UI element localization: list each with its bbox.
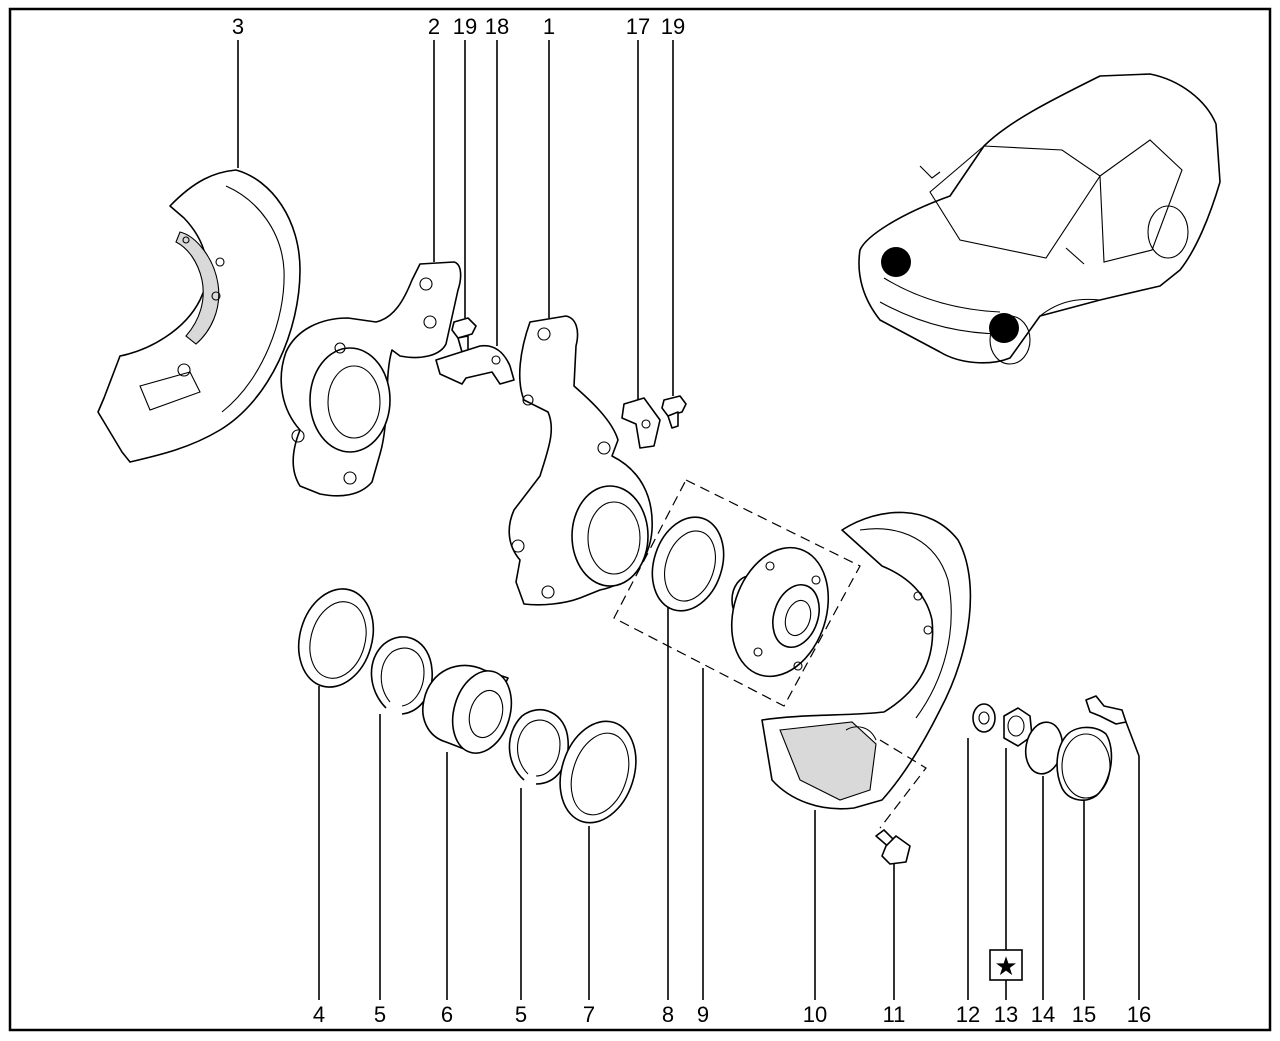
part-17-brake-hose-bracket-right xyxy=(621,397,661,449)
part-19-bolt-left xyxy=(451,317,477,353)
part-11-shield-bolt xyxy=(875,829,911,865)
callout-5-right: 5 xyxy=(515,1002,527,1027)
part-5-circlip-right xyxy=(508,708,569,785)
star-icon: ★ xyxy=(994,952,1017,982)
callout-3: 3 xyxy=(232,14,244,39)
callout-19-right: 19 xyxy=(661,14,685,39)
part-5-circlip-left xyxy=(370,636,433,715)
front-left-wheel-marker xyxy=(881,247,911,277)
callout-10: 10 xyxy=(803,1002,827,1027)
callout-16: 16 xyxy=(1127,1002,1151,1027)
callout-14: 14 xyxy=(1031,1002,1055,1027)
callout-2: 2 xyxy=(428,14,440,39)
front-right-wheel-marker xyxy=(989,313,1019,343)
part-3-splash-shield-left xyxy=(97,169,301,463)
part-2-steering-knuckle-left xyxy=(280,261,462,497)
hub-assembly-group-outline xyxy=(613,479,861,707)
callout-12: 12 xyxy=(956,1002,980,1027)
callout-11: 11 xyxy=(883,1002,906,1027)
part-8-hub-seal xyxy=(651,516,725,612)
part-9-wheel-hub xyxy=(730,546,830,678)
vehicle-location-illustration xyxy=(858,73,1221,365)
special-tool-marker: ★ xyxy=(989,949,1023,982)
callout-13: 13 xyxy=(994,1002,1018,1027)
callout-18: 18 xyxy=(485,14,509,39)
callout-19-left: 19 xyxy=(453,14,477,39)
part-4-outer-seal xyxy=(297,588,375,688)
part-7-inner-seal xyxy=(559,720,637,824)
part-12-washer xyxy=(972,703,996,733)
part-19-bolt-right xyxy=(661,395,687,429)
leader-lines xyxy=(237,40,1140,1000)
part-16-wheel-stud xyxy=(1085,695,1127,725)
callout-15: 15 xyxy=(1072,1002,1096,1027)
part-6-wheel-bearing xyxy=(422,664,513,754)
part-10-splash-shield-right xyxy=(761,511,972,829)
callout-17: 17 xyxy=(626,14,650,39)
part-1-steering-knuckle-right xyxy=(508,315,653,606)
diagram-frame xyxy=(8,7,1272,1032)
callout-4: 4 xyxy=(313,1002,325,1027)
callout-5-left: 5 xyxy=(374,1002,386,1027)
callout-8: 8 xyxy=(662,1002,674,1027)
callout-9: 9 xyxy=(697,1002,709,1027)
callout-1: 1 xyxy=(543,14,555,39)
part-18-brake-hose-bracket-left xyxy=(435,344,515,385)
part-15-hub-cap xyxy=(1056,726,1113,801)
callout-6: 6 xyxy=(441,1002,453,1027)
callout-7: 7 xyxy=(583,1002,595,1027)
